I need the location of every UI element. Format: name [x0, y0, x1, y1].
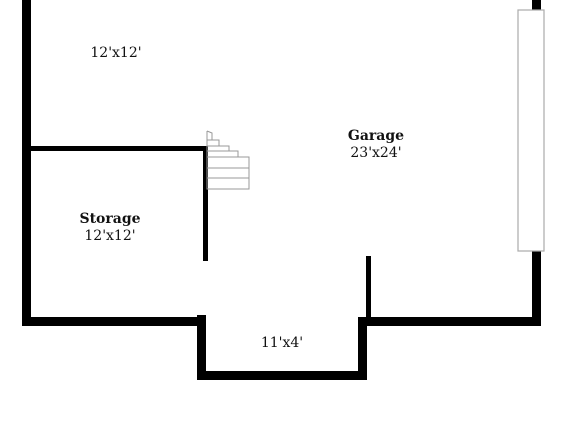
- wall-alcove-left: [197, 315, 206, 380]
- wall-alcove-bottom: [197, 371, 367, 380]
- wall-bottom-left: [22, 317, 206, 326]
- room-dims-upper-left: 12'x12': [90, 45, 142, 61]
- room-dims-alcove: 11'x4': [260, 335, 304, 351]
- room-name-storage: Storage: [79, 211, 141, 227]
- wall-storage-right: [203, 146, 208, 261]
- wall-garage-stub: [366, 256, 371, 326]
- room-label-upper-left: 12'x12': [86, 45, 146, 62]
- room-dims-garage: 23'x24': [350, 145, 402, 161]
- wall-alcove-right: [358, 317, 367, 380]
- garage-door: [517, 9, 545, 252]
- room-label-garage: Garage 23'x24': [336, 128, 416, 162]
- wall-bottom-right: [358, 317, 541, 326]
- room-label-alcove: 11'x4': [252, 335, 312, 352]
- stairs-icon: [206, 130, 250, 190]
- room-name-garage: Garage: [347, 128, 405, 144]
- wall-left: [22, 0, 31, 326]
- room-label-storage: Storage 12'x12': [70, 211, 150, 245]
- wall-storage-top: [22, 146, 208, 151]
- room-dims-storage: 12'x12': [84, 228, 136, 244]
